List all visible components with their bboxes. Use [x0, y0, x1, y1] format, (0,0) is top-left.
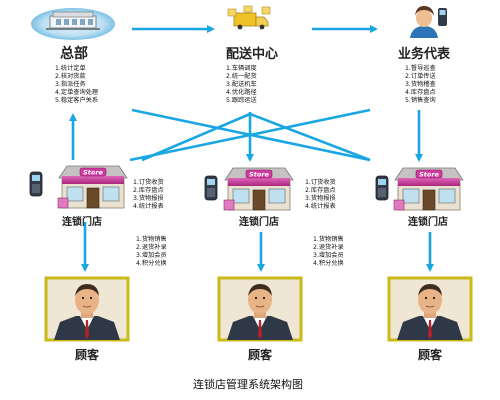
- pos-item: 3.增加会员: [136, 251, 167, 259]
- pos-item: 2.退货补录: [313, 243, 344, 251]
- pos-task-list-1: 1.货物销售 2.退货补录 3.增加会员 4.积分兑换: [136, 235, 167, 267]
- store-icon: [57, 165, 128, 209]
- pos-terminal-icon: [29, 171, 43, 197]
- agent-item: 4.库存盘点: [405, 88, 436, 96]
- agent-item: 5.销售查询: [405, 96, 436, 104]
- customer-label: 顾客: [248, 347, 273, 362]
- store-task-list: 1.订货收货 2.库存盘点 3.货物报损 4.统计报表: [305, 178, 336, 210]
- customer-portrait-icon: [217, 276, 303, 342]
- dist-title: 配送中心: [226, 46, 278, 62]
- store-item: 4.统计报表: [133, 202, 164, 210]
- store-node-1: 连锁门店 1.订货收货 2.库存盘点 3.货物报损 4.统计报表: [29, 165, 164, 228]
- store-item: 2.库存盘点: [305, 186, 336, 194]
- pos-task-list-2: 1.货物销售 2.退货补录 3.增加会员 4.积分兑换: [313, 235, 344, 267]
- pos-item: 1.货物销售: [136, 235, 167, 243]
- customer-label: 顾客: [418, 347, 443, 362]
- store-item: 1.订货收货: [305, 178, 336, 186]
- store-task-list: 1.订货收货 2.库存盘点 3.货物报损 4.统计报表: [133, 178, 164, 210]
- store-label: 连锁门店: [408, 215, 448, 228]
- pos-terminal-icon: [204, 175, 218, 201]
- agent-node: 业务代表 1.督导巡查 2.订单传送 3.货物稽查 4.库存盘点 5.销售查询: [398, 6, 451, 104]
- dist-item: 2.统一配货: [226, 72, 257, 80]
- pos-terminal-icon: [375, 175, 389, 201]
- hq-building-icon: [31, 8, 115, 40]
- store-label: 连锁门店: [62, 215, 102, 228]
- agent-title: 业务代表: [398, 46, 451, 62]
- store-item: 2.库存盘点: [133, 186, 164, 194]
- hq-node: 总部 1.统计定单 2.核对货款 3.指派任务 4.定单查询处理 5.稳定客户关…: [31, 8, 115, 104]
- dist-item: 4.优化路径: [226, 88, 257, 96]
- hq-title: 总部: [60, 45, 88, 62]
- dist-item: 5.跟踪运送: [226, 96, 257, 104]
- customer-node-1: 顾客: [44, 276, 130, 362]
- store-item: 3.货物报损: [305, 194, 336, 202]
- cross-line-3: [141, 112, 251, 162]
- hq-item: 3.指派任务: [55, 80, 86, 88]
- agent-item: 2.订单传送: [405, 72, 436, 80]
- pos-item: 4.积分兑换: [313, 259, 344, 267]
- hq-item: 2.核对货款: [55, 72, 86, 80]
- store-item: 1.订货收货: [133, 178, 164, 186]
- dist-item: 1.车辆调度: [226, 64, 257, 72]
- store-icon: [393, 167, 464, 211]
- cross-line-4: [249, 112, 371, 162]
- diagram-caption: 连锁店管理系统架构图: [193, 377, 303, 391]
- sales-rep-icon: [410, 6, 447, 38]
- store-node-2: 连锁门店 1.订货收货 2.库存盘点 3.货物报损 4.统计报表: [204, 167, 336, 228]
- pos-item: 1.货物销售: [313, 235, 344, 243]
- dist-task-list: 1.车辆调度 2.统一配货 3.配送机车 4.优化路径 5.跟踪运送: [226, 64, 257, 104]
- agent-item: 3.货物稽查: [405, 80, 436, 88]
- store-icon: [223, 167, 294, 211]
- pos-item: 2.退货补录: [136, 243, 167, 251]
- customer-portrait-icon: [387, 276, 473, 342]
- pos-item: 3.增加会员: [313, 251, 344, 259]
- customer-label: 顾客: [75, 347, 100, 362]
- agent-task-list: 1.督导巡查 2.订单传送 3.货物稽查 4.库存盘点 5.销售查询: [405, 64, 436, 104]
- hq-task-list: 1.统计定单 2.核对货款 3.指派任务 4.定单查询处理 5.稳定客户关系: [55, 64, 98, 104]
- store-node-3: 连锁门店: [375, 167, 464, 228]
- hq-item: 1.统计定单: [55, 64, 86, 72]
- store-item: 4.统计报表: [305, 202, 336, 210]
- hq-item: 5.稳定客户关系: [55, 96, 98, 104]
- agent-item: 1.督导巡查: [405, 64, 436, 72]
- delivery-truck-icon: [227, 5, 271, 30]
- store-label: 连锁门店: [239, 215, 279, 228]
- customer-portrait-icon: [44, 276, 130, 342]
- customer-node-2: 顾客: [217, 276, 303, 362]
- dist-item: 3.配送机车: [226, 80, 257, 88]
- dist-node: 配送中心 1.车辆调度 2.统一配货 3.配送机车 4.优化路径 5.跟踪运送: [226, 5, 278, 104]
- customer-node-3: 顾客: [387, 276, 473, 362]
- store-item: 3.货物报损: [133, 194, 164, 202]
- pos-item: 4.积分兑换: [136, 259, 167, 267]
- cross-line-2: [129, 108, 371, 162]
- hq-item: 4.定单查询处理: [55, 88, 98, 96]
- arrows: [69, 25, 434, 272]
